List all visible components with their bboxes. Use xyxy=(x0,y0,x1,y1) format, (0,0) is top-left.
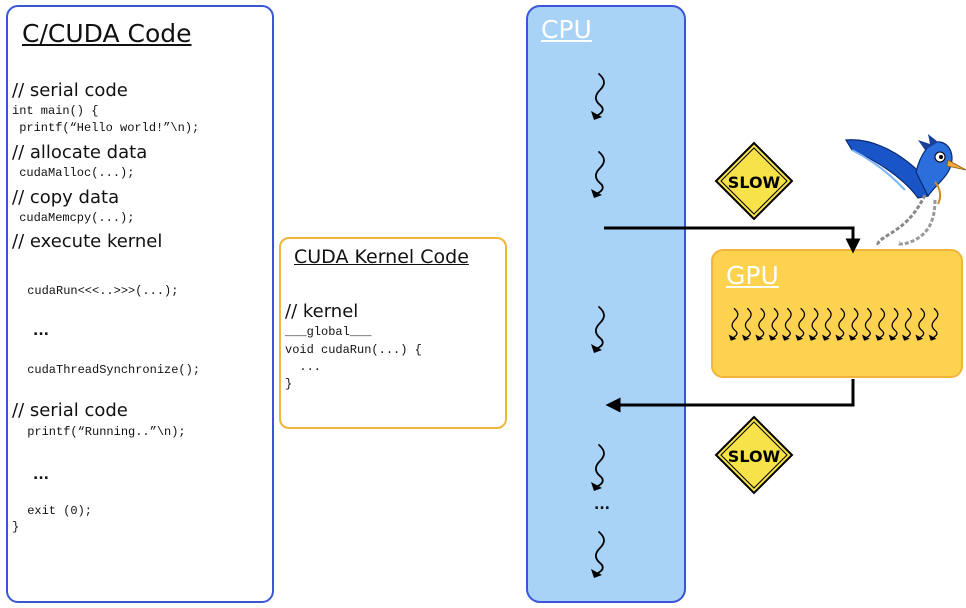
kernel-line: ... xyxy=(285,360,322,374)
code-line: ... xyxy=(33,467,49,483)
code-line: // serial code xyxy=(12,400,128,421)
gpu-thread-squiggles xyxy=(727,307,939,342)
cpu-thread-squiggles xyxy=(590,73,605,579)
kernel-line: void cudaRun(...) { xyxy=(285,343,422,357)
code-line: // execute kernel xyxy=(12,231,163,252)
squiggle-arrow-icon xyxy=(741,307,753,342)
squiggle-arrow-icon xyxy=(590,73,605,121)
code-line: // serial code xyxy=(12,80,128,101)
gpu-panel: GPU xyxy=(711,249,963,378)
code-line: cudaThreadSynchronize(); xyxy=(20,363,201,377)
code-panel-title: C/CUDA Code xyxy=(22,19,192,48)
kernel-line: } xyxy=(285,377,293,391)
kernel-line: ___global___ xyxy=(285,325,372,339)
squiggle-arrow-icon xyxy=(834,307,846,342)
cpu-panel: CPU ... xyxy=(526,5,686,603)
squiggle-arrow-icon xyxy=(754,307,766,342)
squiggle-arrow-icon xyxy=(781,307,793,342)
squiggle-arrow-icon xyxy=(861,307,873,342)
squiggle-arrow-icon xyxy=(821,307,833,342)
code-line: cudaMalloc(...); xyxy=(12,166,135,180)
squiggle-arrow-icon xyxy=(794,307,806,342)
code-line: // allocate data xyxy=(12,142,148,163)
slow-sign-label: SLOW xyxy=(728,173,781,192)
code-line: printf(“Hello world!”\n); xyxy=(12,121,200,135)
squiggle-arrow-icon xyxy=(590,531,605,579)
cuda-kernel-code-panel: CUDA Kernel Code // kernel ___global___ … xyxy=(279,237,507,429)
cpu-to-gpu-arrow xyxy=(604,226,861,254)
code-line: } xyxy=(12,520,20,534)
gpu-to-cpu-arrow xyxy=(605,379,855,413)
squiggle-arrow-icon xyxy=(847,307,859,342)
code-line: printf(“Running..”\n); xyxy=(20,425,186,439)
code-line: cudaRun<<<..>>>(...); xyxy=(20,284,179,298)
slow-sign-bottom: SLOW xyxy=(714,415,794,495)
gpu-panel-title: GPU xyxy=(726,261,779,290)
squiggle-arrow-icon xyxy=(874,307,886,342)
squiggle-arrow-icon xyxy=(590,151,605,199)
slow-sign-top: SLOW xyxy=(714,141,794,221)
squiggle-arrow-icon xyxy=(590,444,605,492)
code-line: exit (0); xyxy=(20,504,93,518)
kernel-line: // kernel xyxy=(285,301,359,322)
squiggle-arrow-icon xyxy=(590,306,605,354)
kernel-panel-title: CUDA Kernel Code xyxy=(294,246,469,268)
squiggle-arrow-icon xyxy=(807,307,819,342)
roadrunner-icon xyxy=(844,134,966,248)
slow-sign-label: SLOW xyxy=(728,447,781,466)
squiggle-arrow-icon xyxy=(901,307,913,342)
squiggle-arrow-icon xyxy=(887,307,899,342)
squiggle-arrow-icon xyxy=(767,307,779,342)
squiggle-arrow-icon xyxy=(914,307,926,342)
code-line: // copy data xyxy=(12,187,120,208)
code-line: cudaMemcpy(...); xyxy=(12,211,135,225)
squiggle-arrow-icon xyxy=(727,307,739,342)
squiggle-arrow-icon xyxy=(927,307,939,342)
code-line: int main() { xyxy=(12,104,99,118)
cpu-ellipsis: ... xyxy=(594,497,610,513)
code-line: ... xyxy=(33,323,49,339)
cpu-panel-title: CPU xyxy=(541,15,592,44)
c-cuda-code-panel: C/CUDA Code // serial code int main() { … xyxy=(6,5,274,603)
